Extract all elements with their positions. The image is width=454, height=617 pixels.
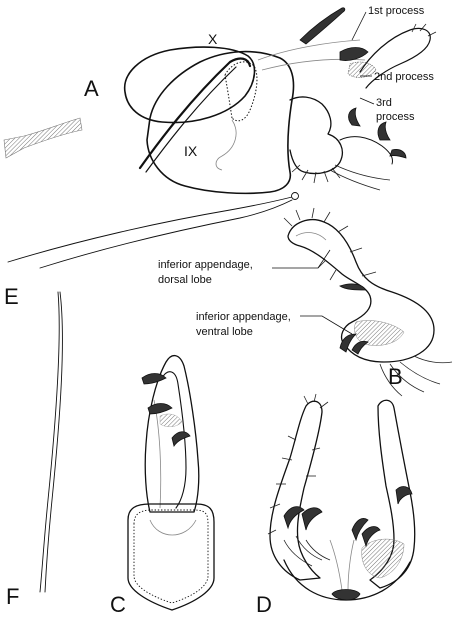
basal-shield-dotted-c [133, 509, 209, 604]
panel-label-d: D [256, 592, 272, 617]
second-process-hatched [347, 61, 377, 78]
left-clasper-d [269, 400, 323, 581]
internal-line-3 [261, 58, 366, 71]
label-ventral-lobe-line2: ventral lobe [196, 326, 253, 338]
panel-e-drawing [7, 192, 299, 269]
inferior-appendage-b [287, 219, 435, 363]
phallus-hatched-c [159, 413, 183, 427]
panel-label-b: B [388, 364, 403, 389]
panel-c-drawing [127, 355, 215, 611]
third-process-hook-2 [377, 121, 391, 141]
segment-ix-ridge [138, 57, 252, 170]
label-dorsal-lobe-line2: dorsal lobe [158, 274, 212, 286]
spine-c-3 [171, 431, 191, 447]
leaders-a [351, 11, 375, 105]
panel-label-a: A [84, 76, 99, 101]
spine-d-2 [301, 507, 323, 531]
label-dorsal-lobe-line1: inferior appendage, [158, 259, 253, 271]
spine-d-4 [361, 526, 381, 548]
dorsal-lobe-inner-b [295, 232, 327, 241]
label-third-process-line1: 3rd [376, 97, 392, 109]
median-line-d2 [347, 539, 355, 591]
detached-fragment [3, 117, 83, 159]
filament-f-right [44, 291, 63, 593]
second-process-spine [339, 47, 369, 61]
right-clasper-d [369, 399, 416, 589]
third-process-hook-1 [348, 107, 361, 127]
spine-b-3 [351, 340, 369, 355]
dorsal-finger-a [359, 27, 431, 89]
articulation-dotted [224, 61, 258, 122]
panel-label-e: E [4, 284, 19, 309]
spine-d-1 [283, 506, 305, 530]
setae-d [267, 393, 331, 567]
label-second-process: 2nd process [374, 71, 434, 83]
phallus-body-c [144, 355, 200, 513]
panel-a-drawing [3, 7, 437, 195]
panel-label-c: C [110, 592, 126, 617]
phallus-inner-thin-c [153, 399, 162, 509]
spine-c-2 [147, 403, 173, 415]
setae-b [283, 207, 453, 397]
spine-d-3 [351, 518, 369, 542]
phallus-base-arc-c [149, 519, 197, 536]
setae-a [291, 23, 437, 191]
first-process-spine [299, 7, 346, 45]
label-ventral-lobe-line1: inferior appendage, [196, 311, 291, 323]
filament-e-upper [7, 196, 293, 263]
leaders-b [272, 249, 353, 335]
spine-b-2 [339, 333, 357, 353]
third-process-hook-3 [389, 149, 407, 159]
filament-f-left [39, 291, 60, 593]
phallus-inner-c [161, 371, 187, 509]
base-dark-tip-d [331, 589, 361, 601]
tergum-x-lobe [123, 46, 256, 124]
base-hatched-d [361, 538, 405, 579]
articulation-dotted-2 [224, 74, 233, 119]
spine-c-1 [141, 373, 167, 385]
panel-b-drawing [283, 207, 453, 397]
third-process-stalk [339, 136, 393, 165]
segment-label-ix: IX [184, 143, 198, 159]
basal-shield-c [127, 503, 215, 611]
segment-label-x: X [208, 31, 218, 47]
panel-f-drawing [39, 291, 63, 593]
internal-line-1 [215, 119, 237, 171]
spine-d-5 [395, 486, 413, 505]
panel-label-f: F [6, 584, 19, 609]
label-first-process: 1st process [368, 5, 425, 17]
median-line-d [329, 539, 343, 591]
segment-ix-outline [146, 50, 295, 195]
filament-e-knob [291, 192, 299, 200]
panel-d-drawing [267, 393, 416, 601]
spine-b-1 [339, 283, 367, 291]
inferior-appendage-a [289, 96, 343, 175]
label-third-process-line2: process [376, 111, 415, 123]
internal-line-2 [257, 39, 361, 61]
filament-e-lower [39, 199, 293, 269]
